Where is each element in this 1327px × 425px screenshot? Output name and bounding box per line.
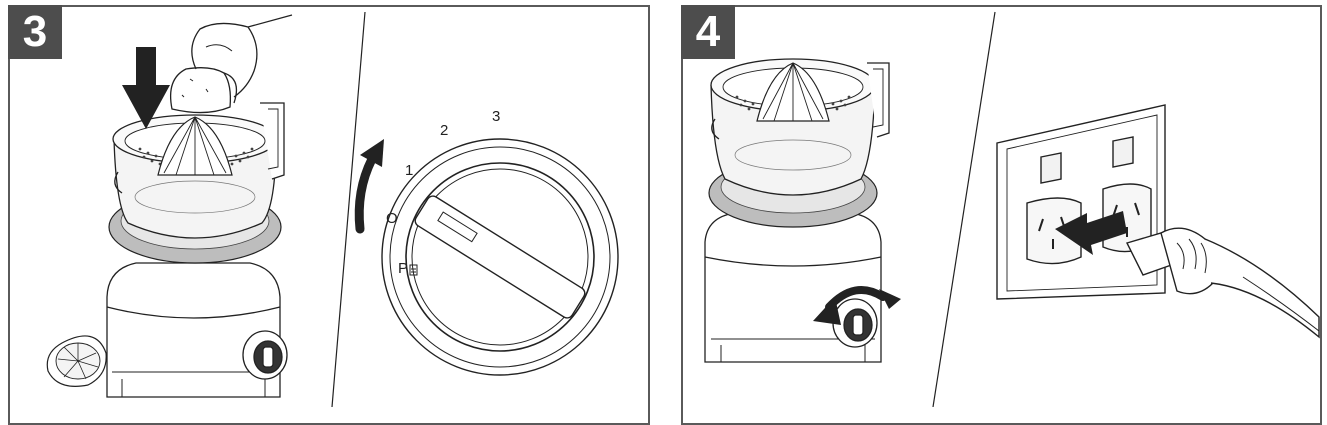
step-3-illustration: 1 2 3 O P: [46, 11, 619, 407]
hand-with-lemon: [169, 14, 293, 114]
lemon-half: [46, 335, 107, 387]
instruction-diagram: 3: [8, 5, 1322, 425]
juice-bowl: [710, 58, 890, 196]
dial-label-3: 3: [492, 108, 500, 125]
rotate-dial-arrow-icon: [813, 286, 901, 325]
strainer-holes: [735, 95, 851, 111]
panel-divider: [331, 11, 366, 407]
reamer-cone: [157, 116, 233, 176]
dial-label-2: 2: [440, 122, 448, 139]
wall-power-outlet: [996, 104, 1166, 300]
dial-label-pulse: P: [398, 260, 408, 277]
step-number-badge: 4: [681, 5, 735, 59]
pulse-jug-icon: [409, 264, 418, 276]
plug-in-arrow-icon: [1055, 211, 1127, 255]
rotate-clockwise-arrow-icon: [354, 139, 384, 234]
strainer-holes: [138, 147, 254, 166]
juicer-base: [106, 262, 281, 398]
reamer-cone: [756, 62, 830, 122]
step-4-panel: 4: [681, 5, 1322, 425]
speed-knob: [832, 298, 878, 348]
panel-divider: [932, 11, 996, 407]
step-3-panel: 3: [8, 5, 650, 425]
speed-dial-closeup: [381, 138, 619, 376]
press-down-arrow-icon: [122, 47, 170, 129]
step-number-badge: 3: [8, 5, 62, 59]
speed-knob: [242, 330, 288, 380]
dial-label-off: O: [386, 210, 398, 227]
power-plug: [1125, 227, 1320, 339]
dial-label-1: 1: [405, 162, 413, 179]
step-4-illustration: [704, 11, 1320, 407]
